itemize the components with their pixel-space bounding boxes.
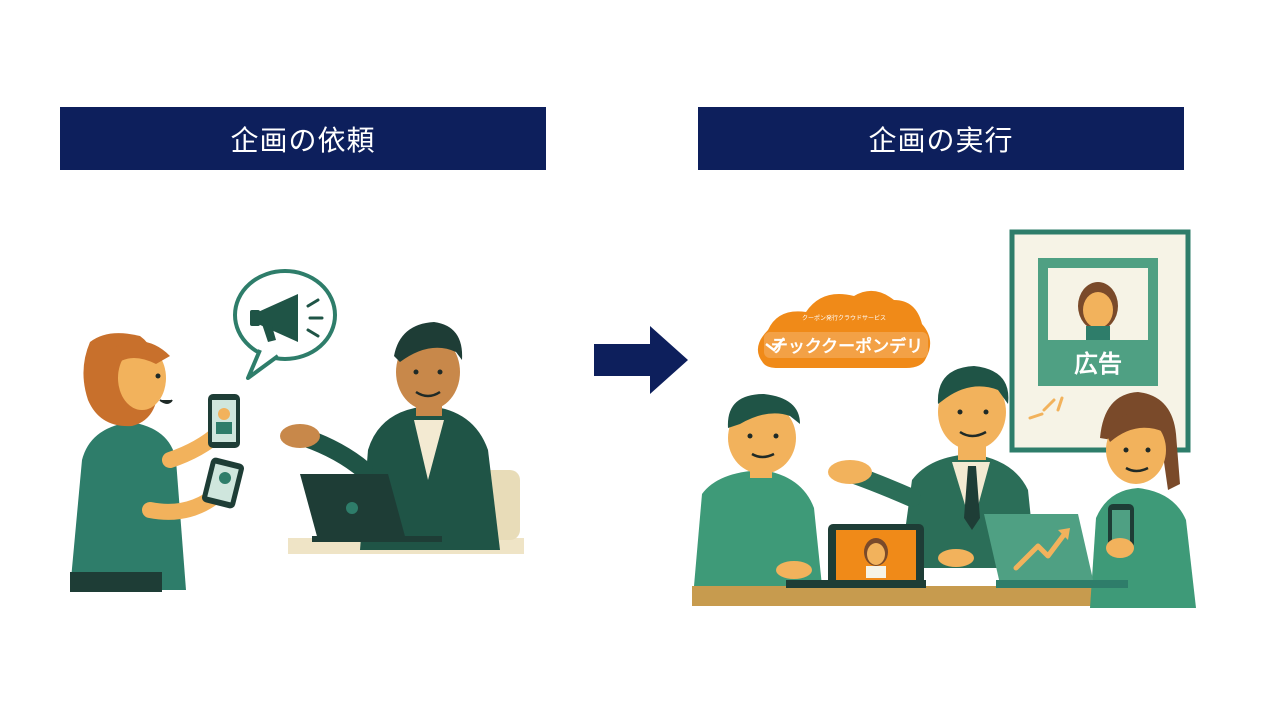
woman-figure — [70, 333, 244, 592]
execution-header: 企画の実行 — [698, 107, 1184, 170]
phone-icon — [208, 394, 240, 448]
logo-name: テッククーポンデリ — [771, 336, 923, 357]
man-left-figure — [694, 394, 822, 586]
laptop-chart-icon — [984, 514, 1128, 588]
poster-label: 広告 — [1074, 350, 1122, 378]
desk — [692, 586, 1162, 606]
logo-tagline: クーポン発行クラウドサービス — [802, 314, 886, 322]
megaphone-icon — [250, 294, 298, 342]
check-icon — [765, 337, 785, 352]
phone-icon — [1108, 504, 1134, 548]
laptop-icon — [300, 474, 442, 542]
execution-header-text: 企画の実行 — [868, 123, 1014, 157]
flow-arrow-icon — [594, 326, 688, 394]
phone-icon — [202, 457, 244, 509]
tablet-icon — [786, 524, 926, 588]
ad-poster: 広告 — [1009, 229, 1191, 453]
man-figure — [280, 322, 524, 554]
woman-right-figure — [1090, 392, 1196, 608]
service-logo: クーポン発行クラウドサービス テッククーポンデリ — [757, 290, 931, 368]
execution-illustration: 広告 クーポン発行クラウドサービス テッククーポンデリ — [692, 229, 1196, 608]
request-header-text: 企画の依頼 — [230, 123, 376, 157]
speech-bubble-icon — [233, 269, 337, 380]
request-illustration — [70, 269, 524, 592]
trend-up-icon — [1013, 529, 1069, 571]
request-header: 企画の依頼 — [60, 107, 546, 170]
man-center-figure — [828, 366, 1036, 568]
